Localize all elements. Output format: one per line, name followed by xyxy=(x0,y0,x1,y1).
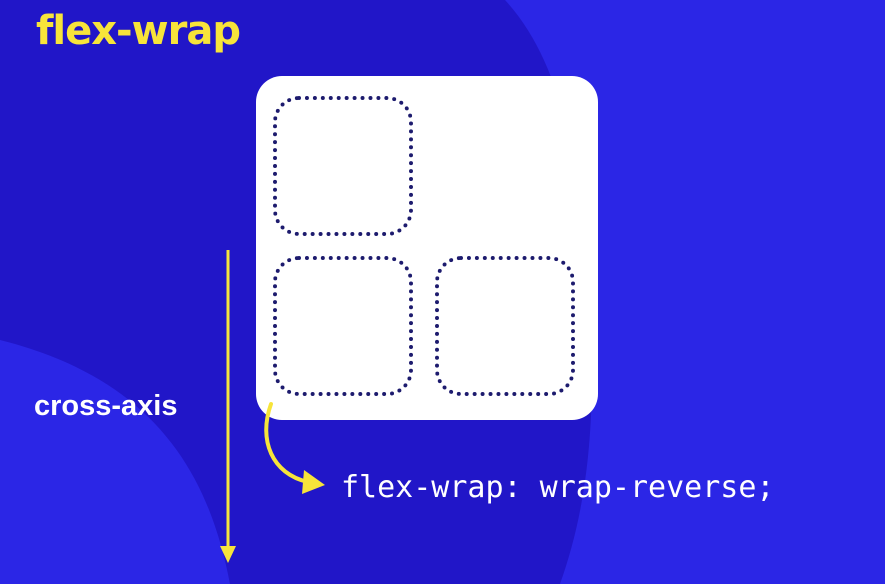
flex-container xyxy=(256,76,598,420)
page-title: flex-wrap xyxy=(36,8,241,54)
cross-axis-label: cross-axis xyxy=(34,390,178,422)
flex-item-3 xyxy=(435,256,575,396)
flex-item-2 xyxy=(273,256,413,396)
flex-item-1 xyxy=(273,96,413,236)
code-snippet: flex-wrap: wrap-reverse; xyxy=(341,470,775,505)
